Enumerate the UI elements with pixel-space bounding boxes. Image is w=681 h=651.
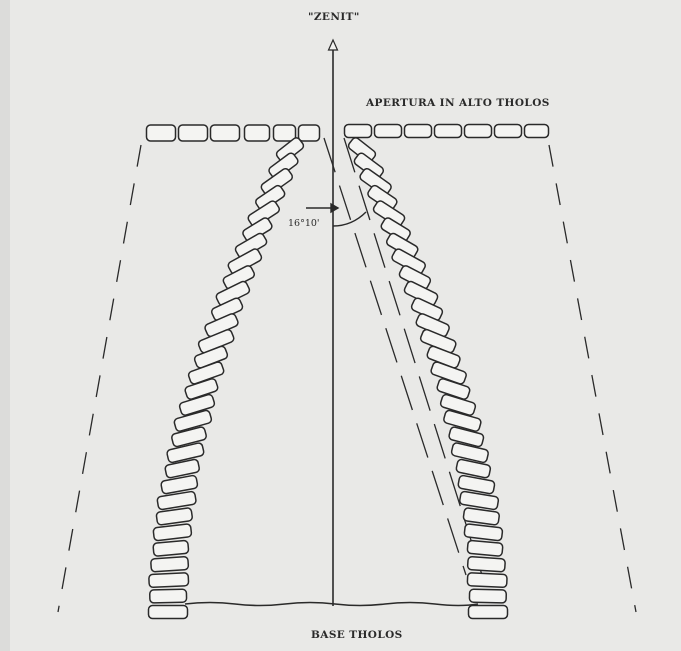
right-wall-stone xyxy=(466,539,504,557)
top-opening-stones xyxy=(145,123,550,142)
page-shadow xyxy=(0,0,10,651)
right-wall-stone xyxy=(443,409,482,432)
left-wall-stone xyxy=(148,588,188,604)
top-stone xyxy=(343,123,373,139)
top-stone xyxy=(272,124,297,142)
zenith-axis xyxy=(327,38,339,606)
top-stone xyxy=(209,124,241,142)
angle-label: 16°10' xyxy=(288,218,320,229)
top-stone xyxy=(463,123,493,139)
top-opening-label: APERTURA IN ALTO THOLOS xyxy=(365,97,550,109)
left-wall-stone xyxy=(178,393,216,416)
left-wall-stone xyxy=(184,378,219,400)
outer-dashed-lines xyxy=(57,144,637,613)
top-stone xyxy=(493,123,523,139)
left-wall-stone xyxy=(155,507,193,526)
right-wall-stone xyxy=(466,572,508,589)
left-wall-stones xyxy=(147,137,305,620)
left-wall-stone xyxy=(160,474,199,495)
right-wall-stone xyxy=(457,474,496,495)
top-stone xyxy=(297,124,321,142)
top-stone xyxy=(243,124,271,142)
right-wall-stone xyxy=(436,378,471,400)
left-wall-stone xyxy=(164,458,200,479)
top-stone xyxy=(403,123,433,139)
right-wall-stone xyxy=(439,393,477,416)
right-wall-stone xyxy=(468,588,508,604)
left-wall-stone xyxy=(173,409,213,432)
top-stone xyxy=(373,123,403,139)
base-label: BASE THOLOS xyxy=(311,629,403,641)
left-wall-stone xyxy=(152,523,193,542)
left-wall-stone xyxy=(150,555,190,573)
base-line xyxy=(184,601,479,607)
right-wall-stone xyxy=(459,490,500,511)
top-stone xyxy=(145,124,177,142)
top-stone xyxy=(433,123,463,139)
right-wall-stone xyxy=(467,604,509,620)
angle-indicator xyxy=(306,202,367,227)
right-wall-stone xyxy=(448,426,485,448)
left-wall-stone xyxy=(148,572,190,589)
right-wall-stones xyxy=(347,137,509,620)
left-wall-stone xyxy=(166,442,205,464)
inclined-dashed-lines xyxy=(323,137,483,576)
zenith-label: "ZENIT" xyxy=(308,11,360,23)
left-wall-stone xyxy=(147,604,189,620)
right-wall-stone xyxy=(450,442,489,464)
right-wall-stone xyxy=(463,523,504,542)
right-wall-stone xyxy=(462,507,500,526)
left-wall-stone xyxy=(171,426,207,448)
top-stone xyxy=(523,123,550,139)
top-stone xyxy=(177,124,209,142)
right-wall-stone xyxy=(466,555,506,573)
right-wall-stone xyxy=(455,458,492,479)
left-wall-stone xyxy=(152,539,190,557)
left-wall-stone xyxy=(156,490,197,511)
